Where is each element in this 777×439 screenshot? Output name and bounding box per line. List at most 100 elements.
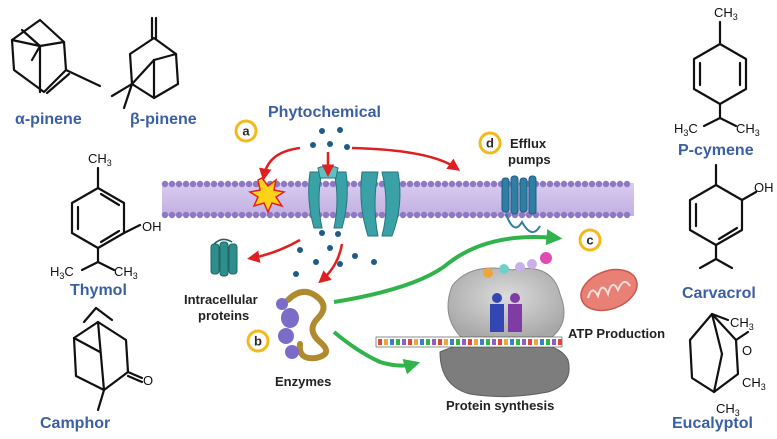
lipid-head [238,211,246,219]
lipid-head [294,211,302,219]
lipid-head [609,180,617,188]
lipid-head [420,180,428,188]
thymol-h3c: H3C [50,264,74,281]
lipid-head [175,211,183,219]
alpha-pinene-structure [10,18,102,95]
lipid-head [161,211,169,219]
mrna-codon [438,339,442,345]
lipid-head [567,180,575,188]
lipid-head [455,180,463,188]
camphor-o: O [143,373,153,388]
lipid-head [280,211,288,219]
lipid-head [581,211,589,219]
lipid-head [448,180,456,188]
svg-text:a: a [242,124,250,139]
lipid-head [469,180,477,188]
phytochemical-label: Phytochemical [268,104,381,121]
mrna-codon [486,339,490,345]
lipid-head [231,180,239,188]
ion-channel-closed [360,171,401,237]
mrna-codon [552,339,556,345]
badge-b: b [246,329,270,353]
lipid-head [616,211,624,219]
lipid-head [301,211,309,219]
p-cymene-ch3-2: CH3 [736,121,760,138]
eucalyptol-structure [688,312,750,394]
mrna-codon [402,339,406,345]
mrna-codon [432,339,436,345]
p-cymene-label: P-cymene [678,142,754,159]
lipid-head [168,211,176,219]
red-arrows [247,146,461,284]
intracellular-molecules [293,230,377,277]
lipid-head [406,180,414,188]
lipid-head [196,180,204,188]
lipid-head [623,211,631,219]
eucalyptol-ch3-2: CH3 [742,375,766,392]
lipid-head [574,211,582,219]
lipid-head [427,211,435,219]
lipid-head [588,211,596,219]
lipid-head [245,211,253,219]
thymol-oh: OH [142,219,162,234]
lipid-head [574,180,582,188]
beta-pinene-structure [110,16,180,110]
lipid-head [378,211,386,219]
lipid-head [203,180,211,188]
p-cymene-ch3: CH3 [714,5,738,22]
lipid-head [273,211,281,219]
beta-pinene-label: β-pinene [130,111,197,128]
mrna-codon [384,339,388,345]
mrna-codon [468,339,472,345]
lipid-head [469,211,477,219]
lipid-head [497,211,505,219]
svg-text:c: c [586,233,593,248]
membrane-damage-burst-icon [248,177,286,214]
alpha-pinene-label: α-pinene [15,111,82,128]
lipid-head [217,211,225,219]
lipid-head [595,180,603,188]
lipid-head [462,180,470,188]
ribosome-icon [439,252,570,398]
lipid-head [231,211,239,219]
lipid-head [595,211,603,219]
intracellular-label-2: proteins [198,308,249,323]
lipid-head [518,211,526,219]
badge-a: a [234,119,258,143]
atp-production-label: ATP Production [568,326,665,341]
lipid-head [560,211,568,219]
lipid-head [399,180,407,188]
mrna-codon [504,339,508,345]
eucalyptol-ch3: CH3 [730,315,754,332]
lipid-head [203,211,211,219]
mrna-codon [492,339,496,345]
lipid-head [483,180,491,188]
p-cymene-structure [692,20,748,128]
lipid-head [224,180,232,188]
lipid-head [427,180,435,188]
lipid-head [434,180,442,188]
eucalyptol-o: O [742,343,752,358]
lipid-head [161,180,169,188]
mrna-codon [408,339,412,345]
mrna-codon [480,339,484,345]
lipid-head [539,211,547,219]
lipid-head [196,211,204,219]
carvacrol-structure [688,163,758,270]
p-cymene-h3c: H3C [674,121,698,138]
protein-synthesis-label: Protein synthesis [446,398,554,413]
thymol-structure [70,166,142,272]
carvacrol-label: Carvacrol [682,285,756,302]
lipid-head [238,180,246,188]
lipid-head [609,211,617,219]
lipid-head [217,180,225,188]
eucalyptol-ch3-3: CH3 [716,401,740,418]
mrna-codon [456,339,460,345]
mrna-codon [516,339,520,345]
mrna-codon [534,339,538,345]
lipid-head [602,211,610,219]
thymol-ch3-2: CH3 [114,264,138,281]
mrna-codon [444,339,448,345]
mrna-codon [396,339,400,345]
